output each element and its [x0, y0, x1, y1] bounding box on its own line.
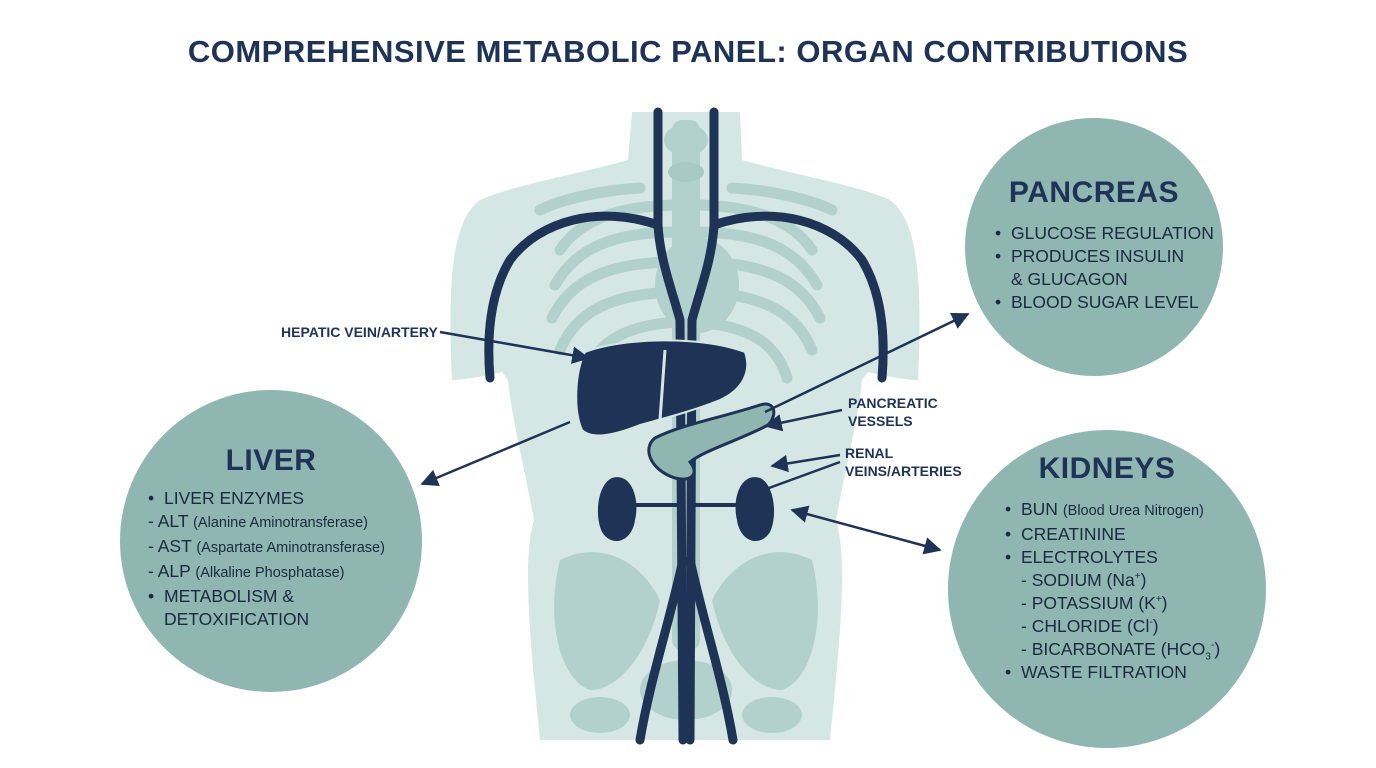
pancreas-item-continued: & GLUCAGON	[1011, 269, 1128, 289]
kidneys-heading: KIDNEYS	[1038, 452, 1176, 485]
liver-item: METABOLISM &	[148, 585, 385, 608]
liver-enzyme-ast: - AST (Aspartate Aminotransferase)	[148, 536, 385, 556]
pancreas-item: BLOOD SUGAR LEVEL	[995, 291, 1214, 314]
kidneys-item-electrolytes: ELECTROLYTES	[1005, 546, 1220, 569]
kidney-left-shape	[597, 477, 637, 542]
arrow-pancreatic-vessels	[764, 408, 843, 432]
kidneys-electrolyte-chloride: - CHLORIDE (Cl-)	[1021, 616, 1159, 636]
liver-item-continued: DETOXIFICATION	[164, 609, 310, 629]
label-pancreatic-line2: VESSELS	[848, 413, 913, 429]
arrow-hepatic	[439, 330, 590, 364]
label-hepatic-vessels: HEPATIC VEIN/ARTERY	[281, 324, 438, 340]
pancreas-item: GLUCOSE REGULATION	[995, 222, 1214, 245]
liver-info-circle: LIVER LIVER ENZYMES - ALT (Alanine Amino…	[120, 390, 422, 692]
kidneys-item-creatinine: CREATININE	[1005, 523, 1220, 546]
kidneys-electrolyte-sodium: - SODIUM (Na+)	[1021, 570, 1147, 590]
kidneys-list: BUN (Blood Urea Nitrogen) CREATININE ELE…	[1005, 498, 1220, 684]
liver-heading: LIVER	[225, 444, 317, 477]
liver-list: LIVER ENZYMES - ALT (Alanine Aminotransf…	[148, 487, 385, 631]
label-renal-line1: RENAL	[845, 445, 894, 461]
page-title: COMPREHENSIVE METABOLIC PANEL: ORGAN CON…	[187, 34, 1189, 69]
label-pancreatic-vessels: PANCREATIC VESSELS	[848, 394, 938, 430]
arrow-to-kidneys	[790, 505, 942, 555]
arrow-to-pancreas	[764, 312, 970, 414]
arrow-renal-2	[748, 460, 841, 498]
kidneys-electrolyte-potassium: - POTASSIUM (K+)	[1021, 593, 1168, 613]
kidneys-item-waste: WASTE FILTRATION	[1005, 661, 1220, 684]
label-pancreatic-line1: PANCREATIC	[848, 395, 938, 411]
kidneys-item-bun: BUN (Blood Urea Nitrogen)	[1005, 498, 1220, 523]
pancreas-heading: PANCREAS	[1008, 176, 1180, 209]
pancreas-info-circle: PANCREAS GLUCOSE REGULATION PRODUCES INS…	[965, 118, 1223, 376]
liver-item: LIVER ENZYMES	[148, 487, 385, 510]
pancreas-shape	[647, 402, 776, 481]
arrow-renal-1	[770, 453, 841, 473]
major-vessels	[484, 107, 888, 745]
connector-arrows	[420, 312, 970, 555]
kidneys-electrolyte-bicarbonate: - BICARBONATE (HCO3-)	[1021, 639, 1221, 663]
kidneys-info-circle: KIDNEYS BUN (Blood Urea Nitrogen) CREATI…	[948, 430, 1266, 748]
pancreas-item: PRODUCES INSULIN	[995, 245, 1214, 268]
kidney-right-shape	[735, 477, 775, 542]
pelvis	[554, 552, 818, 733]
liver-enzyme-alp: - ALP (Alkaline Phosphatase)	[148, 561, 345, 581]
pancreas-list: GLUCOSE REGULATION PRODUCES INSULIN & GL…	[995, 222, 1214, 314]
liver-enzyme-alt: - ALT (Alanine Aminotransferase)	[148, 511, 368, 531]
label-renal-line2: VEINS/ARTERIES	[845, 463, 962, 479]
label-renal-vessels: RENAL VEINS/ARTERIES	[845, 444, 962, 480]
arrow-to-liver	[420, 420, 571, 486]
